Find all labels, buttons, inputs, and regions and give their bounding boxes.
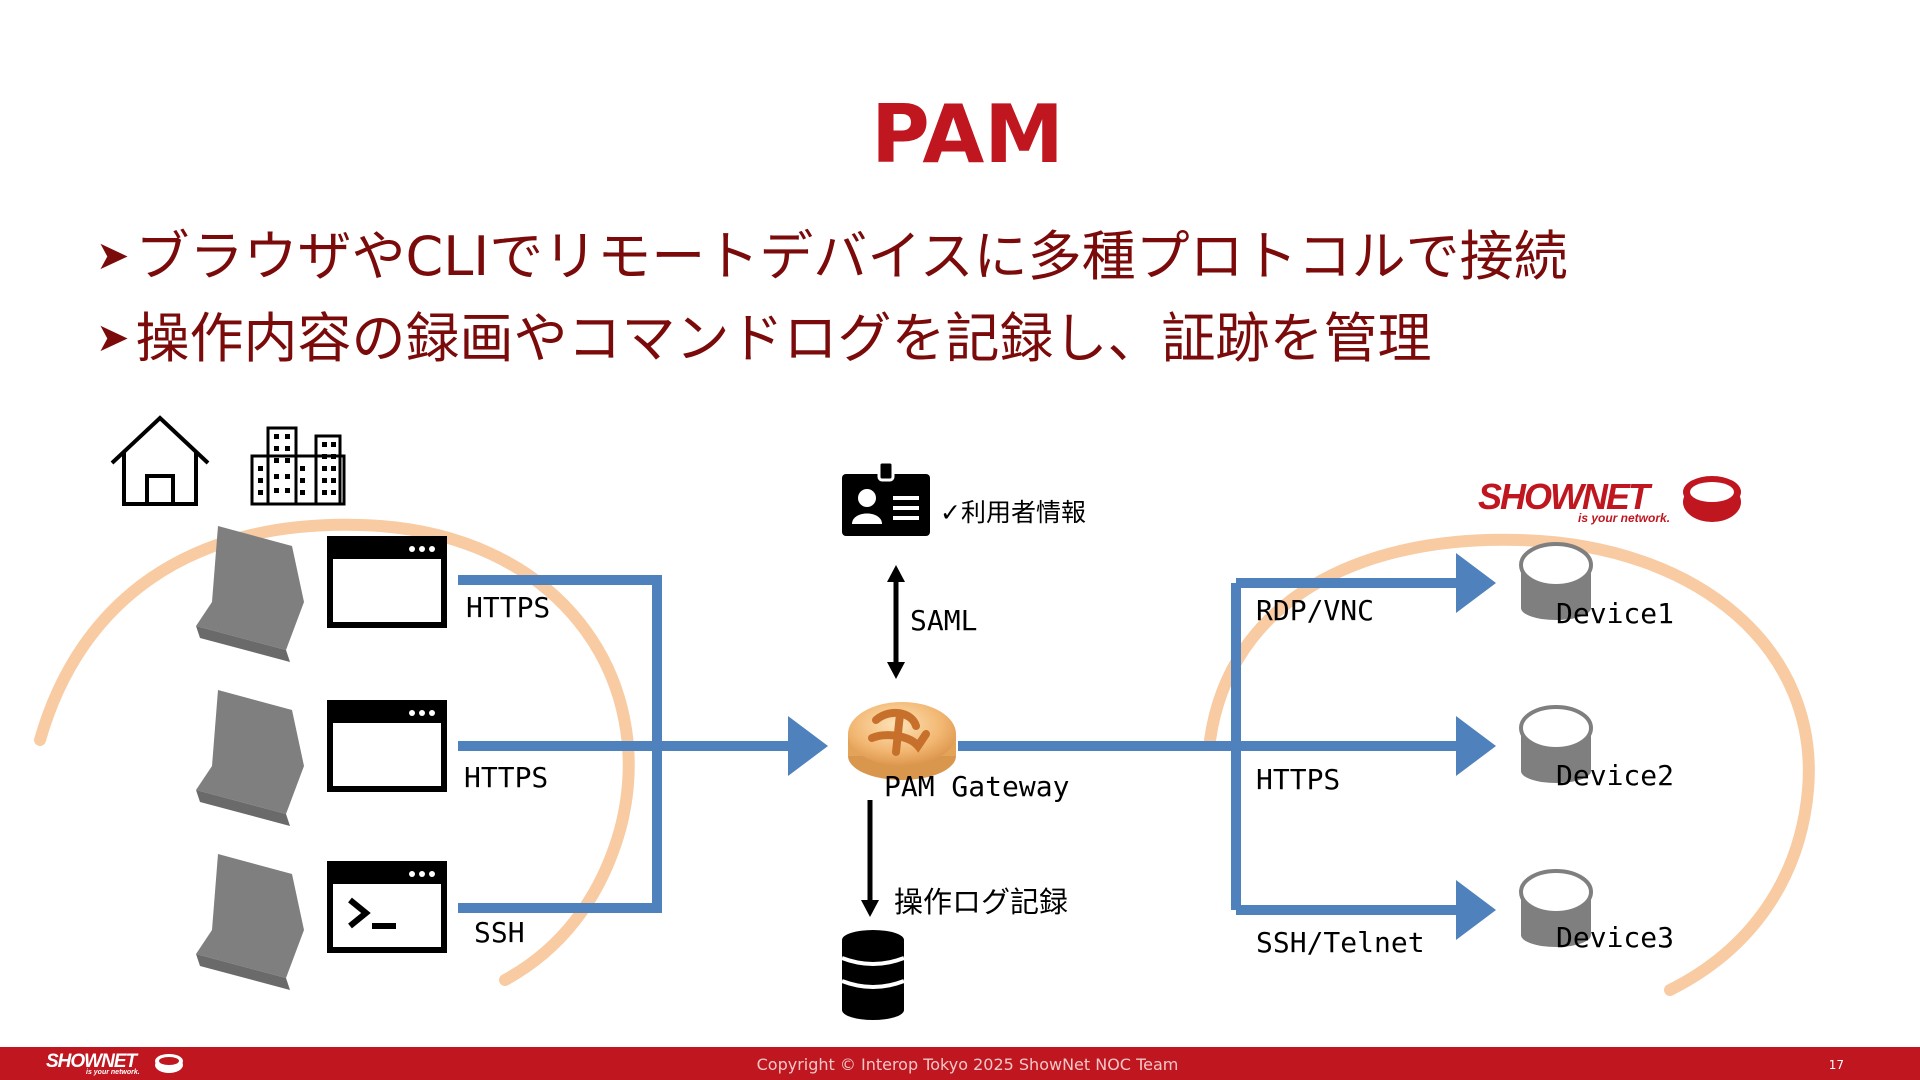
device-label-1: Device1 [1556, 597, 1674, 630]
pam-architecture-diagram: SHOWNET is your network. HTTPS HTTPS SSH… [34, 415, 1815, 1020]
footer-logo-puck-icon [155, 1054, 183, 1073]
device-cylinder-icon [1519, 869, 1593, 947]
slide-title: PAM [871, 88, 1064, 181]
protocol-label-device-2: HTTPS [1256, 763, 1340, 796]
footer-logo-tagline: is your network. [86, 1069, 140, 1076]
database-icon [841, 930, 905, 1020]
office-building-icon [250, 426, 346, 506]
laptop-icon [196, 854, 304, 990]
browser-window-icon [327, 700, 447, 792]
terminal-window-icon [327, 861, 447, 953]
footer-bar: SHOWNET is your network. Copyright © Int… [0, 1047, 1920, 1080]
laptop-icon [196, 690, 304, 826]
protocol-label-client-2: HTTPS [464, 761, 548, 794]
protocol-label-device-3: SSH/Telnet [1256, 926, 1425, 959]
saml-label: SAML [910, 604, 977, 637]
device-connector-lines [958, 583, 1241, 910]
bullet-text-2: 操作内容の録画やコマンドログを記録し、証跡を管理 [135, 307, 1432, 370]
client-connector-lines [458, 575, 662, 913]
browser-window-icon [327, 536, 447, 628]
operation-log-label: 操作ログ記録 [894, 885, 1068, 919]
bullet-item-1: ➤ブラウザやCLIでリモートデバイスに多種プロトコルで接続 [96, 212, 1568, 291]
copyright-text: Copyright © Interop Tokyo 2025 ShowNet N… [756, 1055, 1179, 1074]
footer-logo-text: SHOWNET [46, 1051, 137, 1072]
device-cylinder-icon [1519, 542, 1593, 620]
idp-user-info-label: ✓利用者情報 [940, 498, 1086, 527]
bullet-text-1: ブラウザやCLIでリモートデバイスに多種プロトコルで接続 [135, 225, 1568, 288]
device-zone-arc [1204, 533, 1815, 996]
protocol-label-client-3: SSH [474, 916, 525, 949]
id-card-icon [842, 460, 930, 536]
device-label-3: Device3 [1556, 921, 1674, 954]
shownet-logo-tagline: is your network. [1578, 511, 1670, 525]
protocol-label-device-1: RDP/VNC [1256, 594, 1374, 627]
laptop-icon [196, 526, 304, 662]
gateway-puck-icon [848, 702, 956, 780]
protocol-label-client-1: HTTPS [466, 591, 550, 624]
page-number: 17 [1828, 1058, 1844, 1072]
bullet-arrow-icon: ➤ [96, 233, 130, 279]
home-icon [110, 415, 210, 506]
log-arrow [861, 800, 879, 917]
bullet-item-2: ➤操作内容の録画やコマンドログを記録し、証跡を管理 [96, 294, 1432, 373]
device-cylinder-icon [1519, 705, 1593, 783]
shownet-logo: SHOWNET is your network. [1478, 476, 1741, 525]
gateway-label: PAM Gateway [884, 770, 1069, 803]
device-label-2: Device2 [1556, 759, 1674, 792]
saml-arrow [887, 565, 905, 679]
footer-logo: SHOWNET is your network. [46, 1051, 140, 1076]
bullet-arrow-icon: ➤ [96, 315, 130, 361]
shownet-logo-text: SHOWNET [1478, 476, 1653, 517]
